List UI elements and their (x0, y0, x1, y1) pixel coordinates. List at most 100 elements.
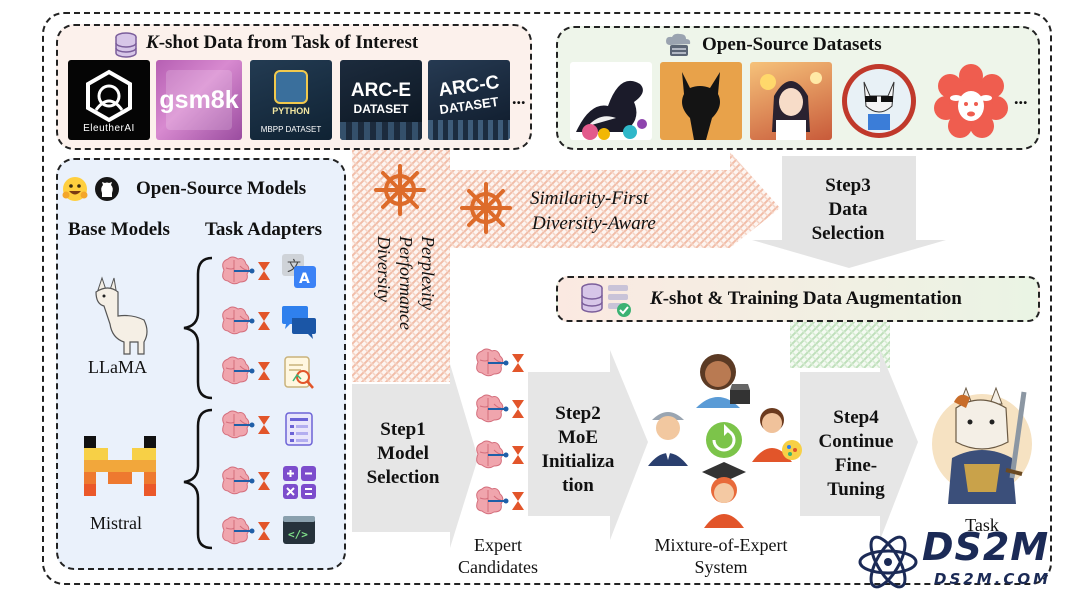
step3-line1: Data (828, 199, 868, 220)
thumb-gsm8k-label: gsm8k (159, 86, 239, 114)
cloud-database-icon (666, 33, 691, 56)
augmentation-title-k: K (650, 288, 663, 309)
criterion-performance: Performance (396, 236, 416, 330)
translate-icon: 文 A (282, 254, 316, 288)
kshot-panel-title: K-shot Data from Task of Interest (146, 32, 418, 54)
thumb-eleutherai: EleutherAI (68, 60, 150, 140)
step1-label: Step1 Model Selection (354, 418, 452, 490)
criterion-similarity-first: Similarity-First (530, 188, 649, 209)
step2-title: Step2 (555, 403, 601, 424)
thumb-arc-e: ARC-E DATASET (340, 60, 422, 140)
model-braces (183, 256, 213, 550)
step1-line1: Model (377, 443, 429, 464)
augmentation-box (556, 276, 1040, 322)
criterion-diversity: Diversity (374, 236, 394, 302)
watermark-url: DS2M.COM (934, 570, 1052, 588)
document-search-icon (284, 356, 314, 389)
step3-title: Step3 (825, 175, 871, 196)
step3-label: Step3 Data Selection (798, 174, 898, 246)
database-check-icon (581, 283, 631, 317)
step2-label: Step2 MoE Initializa tion (528, 402, 628, 498)
expert-caption-line1: Expert (474, 535, 522, 555)
ship-wheel-icon-2 (460, 182, 512, 234)
models-panel (56, 158, 346, 570)
band-augment-down (790, 322, 890, 368)
thumb-arc-c: ARC-C DATASET (428, 60, 510, 140)
datasets-panel-title: Open-Source Datasets (702, 34, 882, 55)
outer-frame (42, 12, 1052, 585)
band-to-step1 (352, 150, 450, 382)
expert-engineer-icon (648, 412, 688, 466)
datasets-more: ... (1014, 88, 1028, 108)
thumb-arc-e-sublabel: DATASET (353, 102, 409, 116)
llama-name: LLaMA (88, 357, 147, 377)
augmentation-title-rest: -shot & Training Data Augmentation (662, 288, 962, 309)
models-panel-title: Open-Source Models (136, 178, 307, 199)
expert-graduate-icon (702, 462, 746, 528)
expert-candidates-caption: Expert Candidates (440, 534, 556, 578)
task-adapters-label: Task Adapters (205, 219, 323, 240)
step1-line2: Selection (366, 467, 440, 488)
thumb-eleutherai-label: EleutherAI (83, 123, 135, 134)
github-icon (95, 177, 119, 201)
thumb-arc-e-label: ARC-E (350, 80, 412, 101)
ship-wheel-icon (374, 164, 426, 216)
expert-caption-line2: Candidates (458, 557, 538, 577)
step1-title: Step1 (380, 419, 426, 440)
database-icon (115, 32, 137, 58)
arrow-step4 (800, 350, 918, 540)
mistral-name: Mistral (90, 513, 142, 533)
step4-line3: Tuning (827, 479, 885, 500)
step4-title: Step4 (833, 407, 879, 428)
step4-label: Step4 Continue Fine- Tuning (806, 406, 906, 502)
task-caption: Task (965, 515, 999, 535)
augmentation-title: K-shot & Training Data Augmentation (650, 288, 962, 310)
refresh-icon (706, 422, 742, 458)
step4-line1: Continue (818, 431, 894, 452)
model-criteria: Perplexity Performance Diversity (354, 236, 444, 336)
calculator-icon (283, 466, 316, 499)
thumb-gsm8k: gsm8k (156, 60, 242, 140)
moe-system-caption: Mixture-of-Expert System (636, 534, 806, 578)
dataset-llama-silhouette-image (660, 62, 742, 140)
watermark-atom-icon (858, 535, 918, 589)
criterion-diversity-aware: Diversity-Aware (532, 213, 656, 234)
dataset-anime-image (750, 62, 832, 140)
thumb-mbpp-sublabel: MBPP DATASET (260, 125, 322, 134)
expert-woman-icon (696, 354, 750, 408)
criterion-perplexity: Perplexity (418, 236, 438, 310)
dataset-cool-llama-image (838, 62, 920, 140)
form-icon (285, 412, 313, 446)
eleuther-logo-icon (86, 69, 132, 123)
mistral-logo-icon (84, 436, 156, 496)
llama-icon (95, 276, 148, 355)
chat-icon (282, 306, 316, 339)
arrow-step1 (352, 364, 478, 548)
step2-line2: Initializa (541, 451, 615, 472)
moe-experts-illustration (648, 354, 802, 528)
svg-text:</>: </> (288, 528, 308, 541)
step2-line3: tion (562, 475, 594, 496)
huggingface-icon (62, 177, 88, 201)
expert-artist-icon (752, 408, 802, 462)
band-to-step3 (450, 152, 780, 248)
task-warrior-llama-icon (932, 386, 1032, 504)
expert-candidate-icons (475, 348, 525, 515)
moe-caption-line2: System (694, 557, 748, 577)
svg-text:A: A (299, 271, 310, 287)
watermark-logo: DS2M (922, 525, 1050, 569)
step3-line2: Selection (811, 223, 885, 244)
dataset-orca-image (570, 62, 652, 140)
moe-caption-line1: Mixture-of-Expert (654, 535, 788, 555)
kshot-title-k: K (146, 32, 159, 53)
kshot-more: ... (512, 88, 526, 108)
code-icon: </> (283, 516, 315, 544)
step4-line2: Fine- (834, 455, 878, 476)
arrow-step3 (752, 156, 946, 268)
arrow-step2 (528, 350, 648, 540)
kshot-title-rest: -shot Data from Task of Interest (158, 32, 419, 53)
thumb-mbpp: PYTHON MBPP DATASET (250, 60, 332, 140)
adapter-brain-icons (221, 256, 271, 545)
step2-line1: MoE (557, 427, 599, 448)
